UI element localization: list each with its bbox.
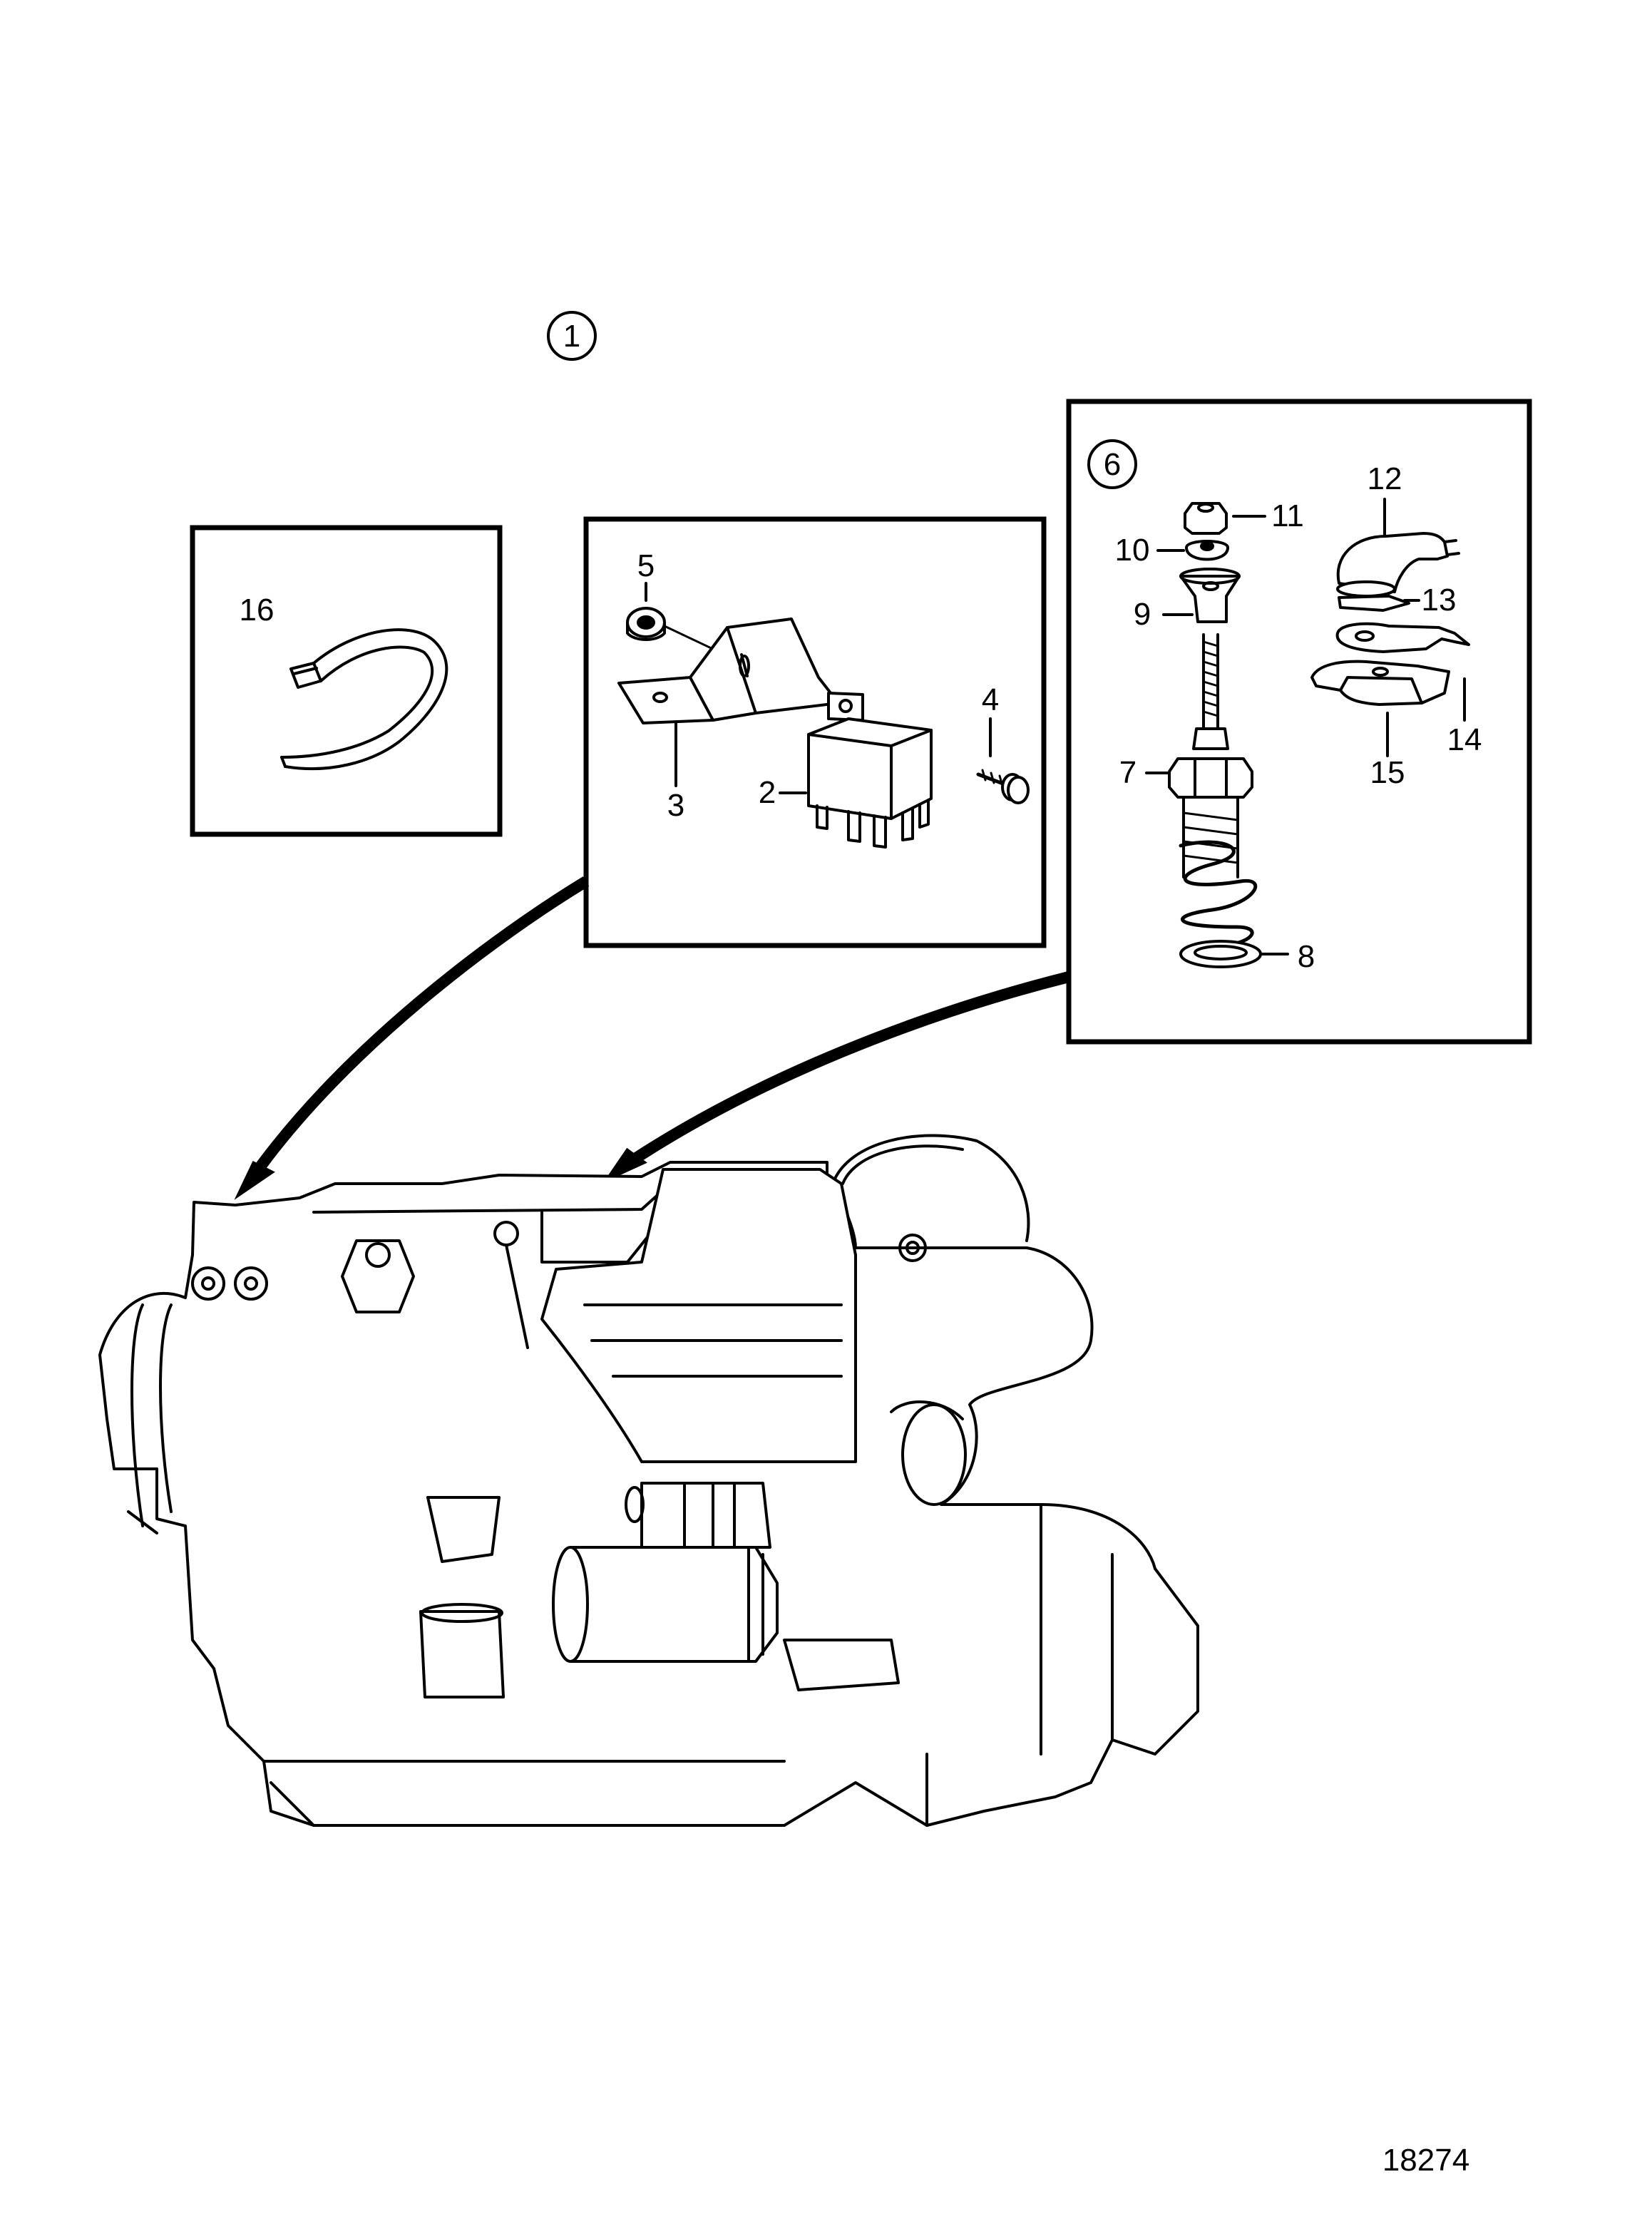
- label-3: 3: [667, 788, 684, 823]
- engine-overview-drawing: [98, 1134, 1199, 1827]
- pointer-arrows: [234, 876, 1070, 1200]
- label-9: 9: [1134, 597, 1151, 632]
- label-11: 11: [1271, 498, 1304, 533]
- cable-tie-detail-box: 16: [190, 525, 503, 837]
- label-2: 2: [759, 775, 776, 810]
- relay-drawing: [617, 582, 1030, 849]
- label-8: 8: [1298, 939, 1315, 974]
- label-12: 12: [1368, 461, 1402, 496]
- label-16: 16: [240, 593, 275, 627]
- label-5: 5: [637, 548, 655, 583]
- relay-detail-box: 5 3 2 4: [583, 516, 1047, 948]
- figure-number: 18274: [1382, 2143, 1469, 2178]
- label-4: 4: [982, 682, 999, 717]
- label-15: 15: [1370, 755, 1405, 790]
- sensor-drawing: [1145, 498, 1470, 968]
- group-callout-text: 1: [563, 319, 580, 354]
- label-10: 10: [1115, 533, 1150, 568]
- label-14: 14: [1447, 722, 1482, 757]
- sensor-callout-circle: [1087, 439, 1137, 489]
- sensor-callout-text: 6: [1104, 447, 1121, 482]
- group-callout-1: 1: [547, 311, 597, 361]
- cable-tie-drawing: [280, 628, 448, 771]
- label-13: 13: [1422, 583, 1457, 618]
- label-7: 7: [1119, 755, 1137, 790]
- sensor-detail-box: 6 11 10 9 7 8 12 13 14 15: [1066, 399, 1532, 1045]
